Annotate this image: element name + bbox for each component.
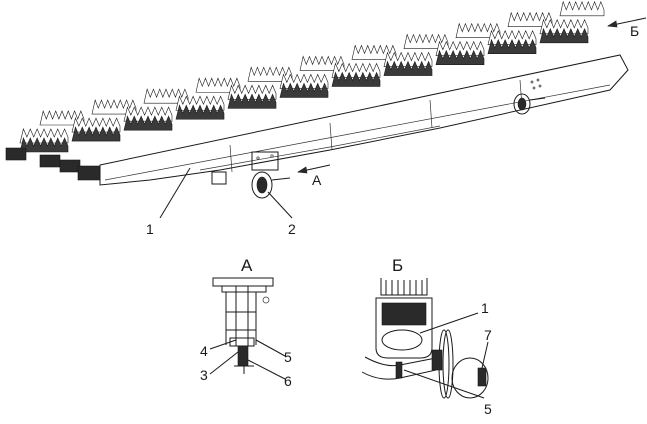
front-shoes [5,147,101,181]
sawtooth-plate [383,51,433,67]
sawtooth-plate [123,106,173,122]
sawtooth-plate [195,77,241,93]
sawtooth-plate [331,62,381,78]
leader-a-6 [247,359,286,380]
sawtooth-plate [435,49,485,65]
label-b-part-7: 7 [484,327,492,343]
sawtooth-plate [247,66,293,82]
leader-b-7 [481,341,489,369]
view-b-arrowhead [607,20,618,28]
view-a-arrowhead [297,166,308,174]
main-assembly: 1 2 А Б [5,0,647,237]
leader-b-5 [403,369,485,399]
sawtooth-plate [227,93,277,109]
sawtooth-plate [351,44,397,60]
sawtooth-plate [435,40,485,56]
detail-view-b: Б 1 7 5 [361,256,492,417]
beam-bottom-rail [199,125,441,171]
label-a-part-5: 5 [284,349,292,365]
detail-view-a: А 4 3 5 6 [200,256,292,389]
sawtooth-plate [559,0,605,17]
view-b-title: Б [392,256,403,275]
segment-lines [229,79,523,173]
leader-b-1 [419,312,479,334]
leader-a-3 [209,351,239,375]
sawtooth-plate [299,55,345,71]
beam-body [99,54,629,186]
leader-a-5 [255,339,286,357]
sawtooth-plate [331,71,381,87]
sawtooth-plate [71,117,121,133]
label-a-part-4: 4 [200,343,208,359]
sawtooth-plate [227,84,277,100]
sawtooth-plate [91,99,137,115]
label-a-part-6: 6 [284,373,292,389]
sawtooth-plate [123,115,173,131]
label-part-1: 1 [146,221,154,237]
sawtooth-plate [71,126,121,142]
sawtooth-plate [455,22,501,38]
sawtooth-plate [539,27,589,44]
label-a-part-3: 3 [200,367,208,383]
sawtooth-plate [175,95,225,111]
sawtooth-plate [487,38,537,55]
view-a-title: А [241,256,253,275]
label-b-part-5: 5 [484,401,492,417]
sawtooth-plate [279,73,329,89]
beam-lower-edge [104,84,611,181]
leader-1 [159,167,191,219]
label-view-a-arrow: А [312,172,322,188]
wheel-support [211,151,291,199]
sawtooth-plate [19,128,69,144]
sawtooth-plate [507,11,553,28]
rear-wheel [513,78,546,115]
leader-a-4 [209,339,237,350]
label-b-part-1: 1 [481,300,489,316]
leader-2 [267,191,293,219]
label-view-b-arrow: Б [630,23,639,39]
sawtooth-plates [19,0,605,153]
sawtooth-plate [175,104,225,120]
label-part-2: 2 [288,221,296,237]
sawtooth-plate [19,137,69,153]
sawtooth-plate [487,29,537,46]
sawtooth-plate [403,33,449,49]
sawtooth-plate [539,18,589,35]
sawtooth-plate [143,88,189,104]
sawtooth-plate [39,109,85,126]
sawtooth-plate [383,60,433,76]
sawtooth-plate [279,82,329,98]
